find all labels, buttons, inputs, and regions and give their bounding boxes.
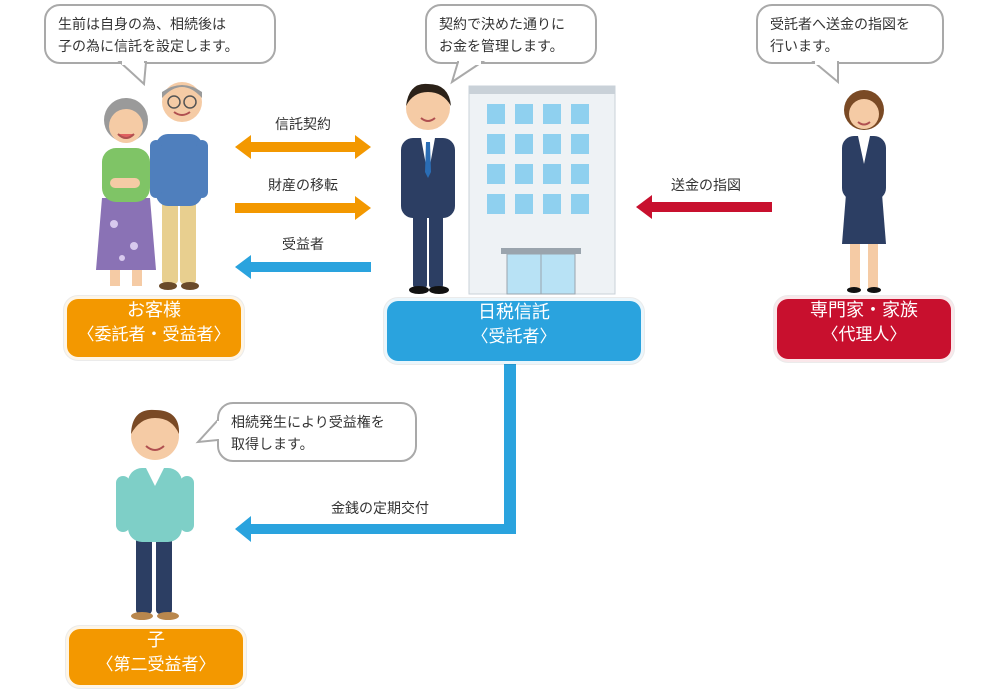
- trustee-badge-title: 日税信託: [478, 302, 550, 323]
- child-badge-role: 〈第二受益者〉: [96, 655, 216, 675]
- customer-speech-bubble: 生前は自身の為、相続後は 子の為に信託を設定します。: [44, 4, 276, 64]
- beneficiary-arrow: [235, 255, 371, 279]
- agent-badge: 専門家・家族 〈代理人〉: [774, 296, 954, 362]
- child-speech-line-2: 取得します。: [231, 437, 314, 453]
- elderly-couple-illustration: [96, 82, 208, 290]
- office-building: [468, 85, 616, 295]
- child-bubble-tail: [195, 417, 221, 444]
- child-speech-bubble: 相続発生により受益権を 取得します。: [217, 402, 417, 462]
- trustee-speech-bubble: 契約で決めた通りに お金を管理します。: [425, 4, 597, 64]
- agent-speech-bubble: 受託者へ送金の指図を 行います。: [756, 4, 944, 64]
- trustee-badge-role: 〈受託者〉: [471, 327, 557, 347]
- trustee-building-illustration: [401, 83, 616, 295]
- remittance-instruction-label: 送金の指図: [671, 178, 741, 194]
- child-badge-title: 子: [147, 630, 165, 651]
- trust-contract-label: 信託契約: [275, 117, 331, 133]
- agent-speech-line-1: 受託者へ送金の指図を: [770, 17, 910, 33]
- customer-speech-line-1: 生前は自身の為、相続後は: [58, 17, 226, 33]
- child-illustration: [116, 409, 194, 620]
- trustee-speech-line-1: 契約で決めた通りに: [439, 17, 565, 33]
- agent-badge-role: 〈代理人〉: [821, 325, 907, 345]
- trustee-badge: 日税信託 〈受託者〉: [384, 298, 644, 364]
- customer-badge: お客様 〈委託者・受益者〉: [64, 296, 244, 360]
- husband-figure: [150, 82, 208, 290]
- periodic-payment-arrow: [235, 364, 516, 542]
- trustee-speech-line-2: お金を管理します。: [439, 39, 564, 55]
- agent-badge-title: 専門家・家族: [810, 300, 918, 321]
- child-badge: 子 〈第二受益者〉: [66, 626, 246, 688]
- customer-bubble-tail: [117, 61, 148, 87]
- asset-transfer-arrow: [235, 196, 371, 220]
- wife-figure: [96, 98, 156, 286]
- customer-speech-line-2: 子の為に信託を設定します。: [58, 39, 239, 55]
- child-speech-line-1: 相続発生により受益権を: [231, 415, 385, 431]
- remittance-instruction-arrow: [636, 195, 772, 219]
- customer-badge-role: 〈委託者・受益者〉: [77, 325, 231, 345]
- periodic-payment-label: 金銭の定期交付: [331, 501, 429, 517]
- agent-woman-illustration: [842, 90, 886, 293]
- trust-contract-arrow: [235, 135, 371, 159]
- trustee-man-figure: [401, 83, 455, 294]
- agent-speech-line-2: 行います。: [770, 39, 839, 55]
- customer-badge-title: お客様: [127, 300, 181, 321]
- asset-transfer-label: 財産の移転: [268, 178, 338, 194]
- beneficiary-label: 受益者: [282, 237, 324, 253]
- trustee-bubble-tail: [450, 61, 486, 85]
- agent-bubble-tail: [811, 61, 839, 85]
